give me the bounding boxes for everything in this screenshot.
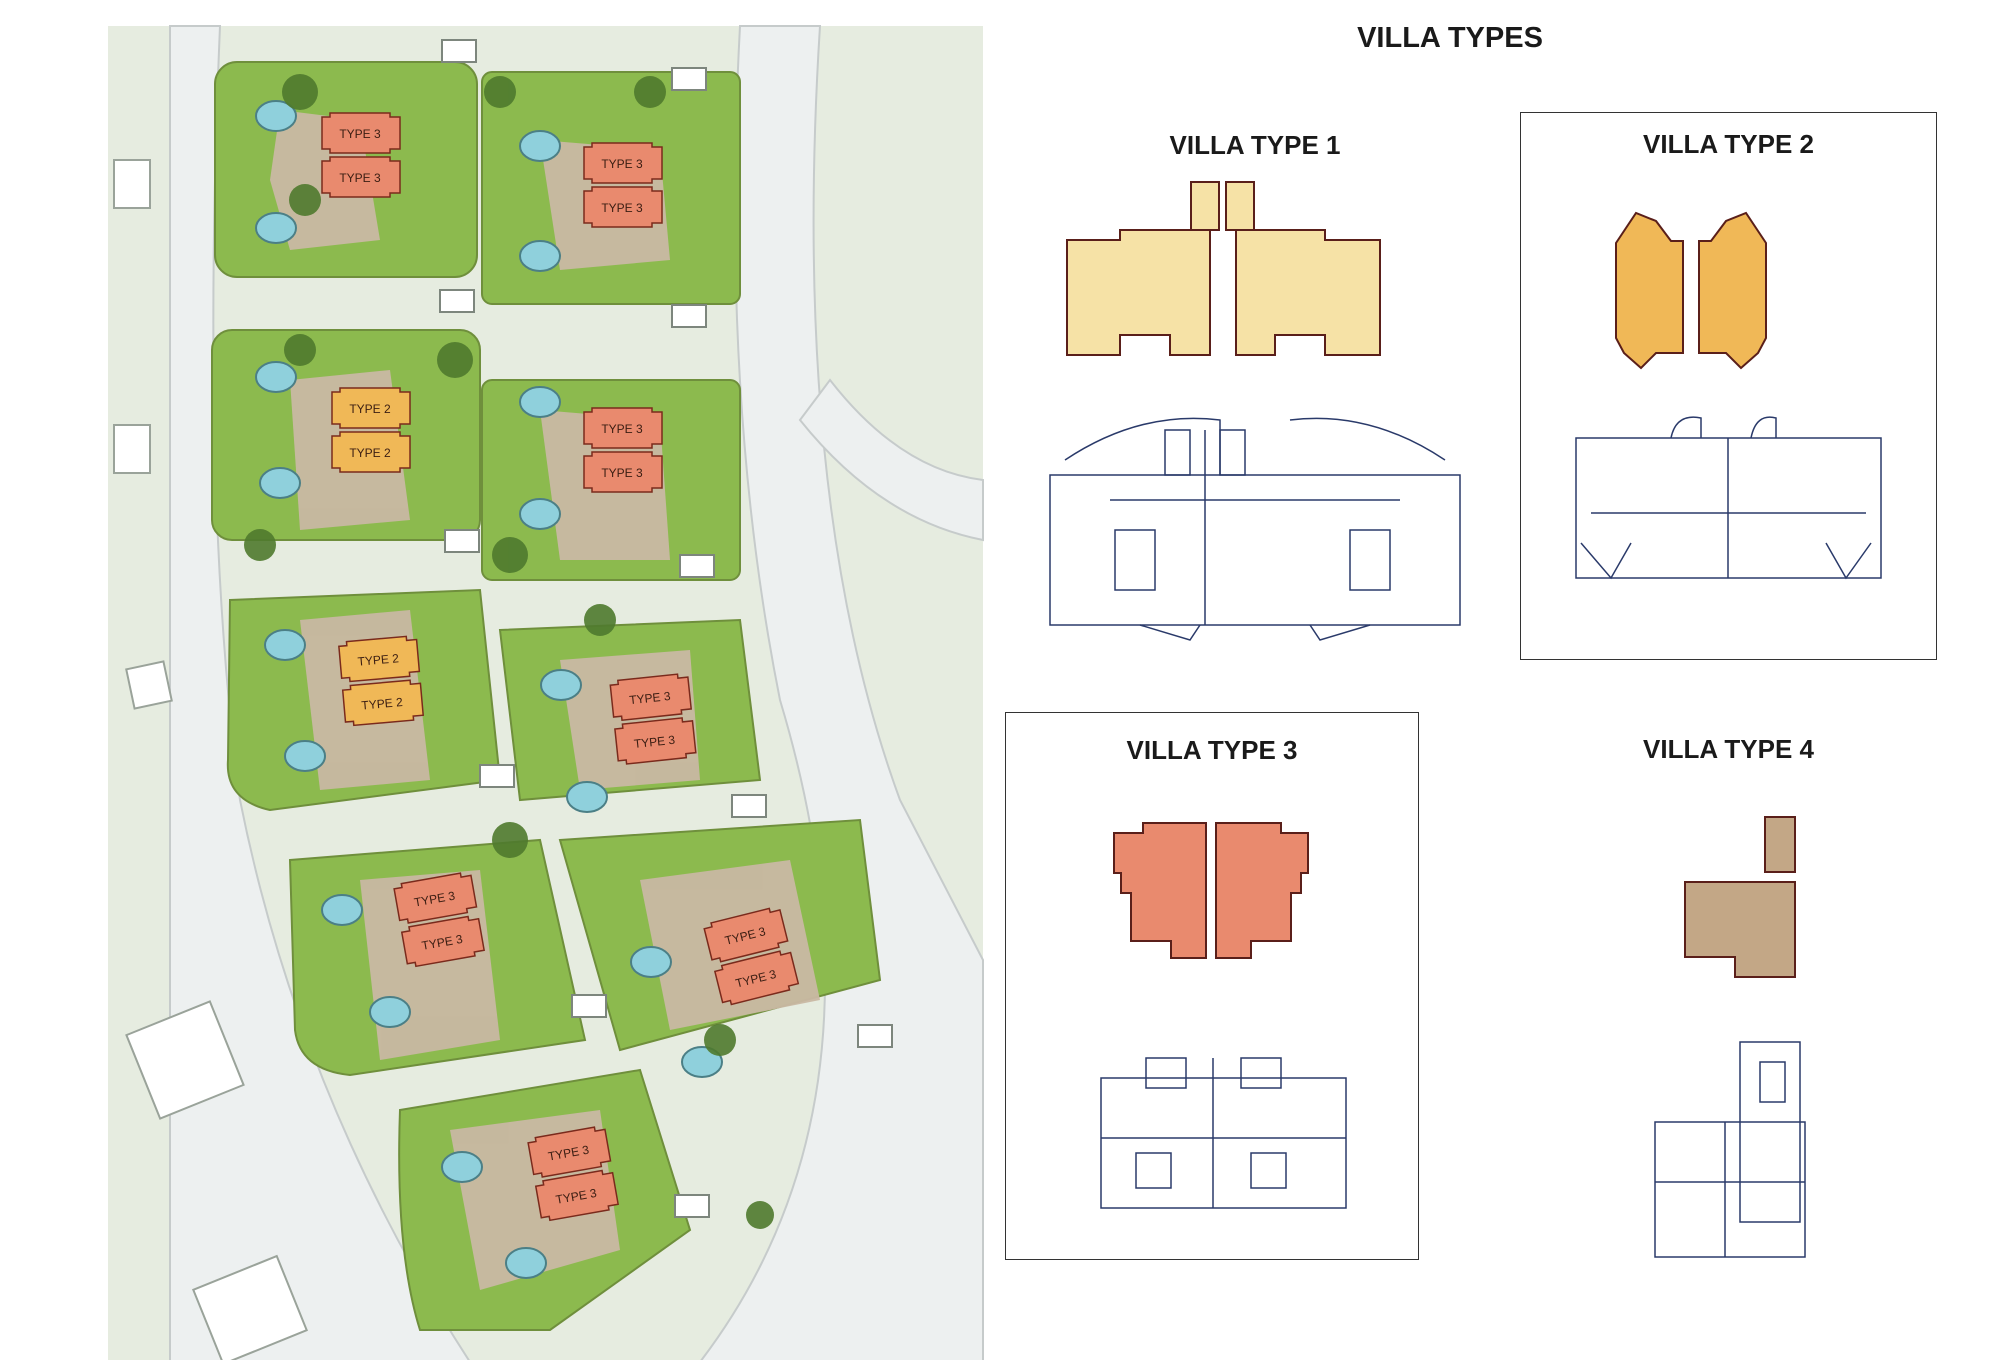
villa-type-4-drawing — [1654, 816, 1806, 1258]
villa-type-3-title: VILLA TYPE 3 — [1126, 735, 1298, 765]
villa-2-unit-2 — [583, 186, 663, 228]
villa-6: TYPE 3 TYPE 3 — [609, 673, 697, 765]
villa-9-unit-2 — [534, 1169, 620, 1222]
villa-1-unit-1 — [321, 112, 401, 154]
villa-type-2-floorplan — [1575, 416, 1882, 580]
villa-label: TYPE 2 — [361, 695, 404, 713]
villa-5-unit-1 — [338, 635, 421, 683]
page-title: VILLA TYPES — [1357, 22, 1543, 54]
villa-type-2-drawing — [1575, 211, 1882, 580]
neighbour-buildings — [113, 159, 309, 1360]
parking-bays — [439, 39, 893, 1218]
villa-type-4-floorplan — [1654, 1041, 1806, 1258]
villa-label: TYPE 2 — [349, 446, 391, 460]
villa-type-4-footprint — [1684, 816, 1796, 978]
villa-label: TYPE 2 — [357, 651, 400, 669]
road-branch — [798, 378, 984, 542]
villa-8-unit-2 — [713, 950, 800, 1006]
villa-type-2-footprint — [1615, 211, 1767, 370]
villa-7-unit-1 — [393, 872, 478, 924]
villa-label: TYPE 3 — [629, 689, 672, 707]
villa-label: TYPE 3 — [601, 422, 643, 436]
villa-label: TYPE 3 — [601, 201, 643, 215]
villa-type-1-footprint — [1066, 181, 1381, 356]
villa-2: TYPE 3 TYPE 3 — [583, 142, 663, 228]
villa-8-unit-1 — [703, 907, 789, 963]
villa-label: TYPE 3 — [601, 157, 643, 171]
villa-1-unit-2 — [321, 156, 401, 198]
villa-type-1-panel: VILLA TYPE 1 — [1020, 120, 1490, 680]
villa-type-4-panel: VILLA TYPE 4 — [1520, 712, 1937, 1272]
villa-9-unit-1 — [527, 1126, 612, 1178]
villa-label: TYPE 2 — [349, 402, 391, 416]
villa-4-unit-1 — [583, 407, 663, 449]
villa-label: TYPE 3 — [339, 171, 381, 185]
villa-3: TYPE 2 TYPE 2 — [331, 387, 411, 473]
villa-type-2-title: VILLA TYPE 2 — [1643, 129, 1814, 159]
villa-label: TYPE 3 — [339, 127, 381, 141]
villa-label: TYPE 3 — [633, 733, 676, 751]
villa-type-1-drawing — [1049, 181, 1461, 641]
villa-type-2-panel: VILLA TYPE 2 — [1520, 112, 1937, 660]
villa-type-4-title: VILLA TYPE 4 — [1643, 734, 1814, 764]
villa-4: TYPE 3 TYPE 3 — [583, 407, 663, 493]
villa-5: TYPE 2 TYPE 2 — [338, 635, 425, 727]
villa-2-unit-1 — [583, 142, 663, 184]
villa-3-unit-2 — [331, 431, 411, 473]
villa-type-3-floorplan — [1100, 1057, 1347, 1209]
villa-type-3-footprint — [1113, 822, 1309, 959]
villa-type-3-drawing — [1100, 822, 1347, 1209]
road-west — [169, 25, 470, 1360]
villa-6-unit-1 — [609, 673, 693, 722]
villa-5-unit-2 — [341, 679, 425, 727]
villa-type-1-title: VILLA TYPE 1 — [1169, 130, 1341, 160]
villa-label: TYPE 3 — [601, 466, 643, 480]
pools — [255, 100, 723, 1279]
villa-type-3-panel: VILLA TYPE 3 — [1005, 712, 1419, 1260]
trees — [244, 74, 774, 1229]
villa-3-unit-1 — [331, 387, 411, 429]
villa-type-1-floorplan — [1049, 417, 1461, 641]
villa-7-unit-2 — [400, 915, 486, 968]
villa-6-unit-2 — [614, 717, 697, 765]
villa-1: TYPE 3 TYPE 3 — [321, 112, 401, 198]
villa-4-unit-2 — [583, 451, 663, 493]
